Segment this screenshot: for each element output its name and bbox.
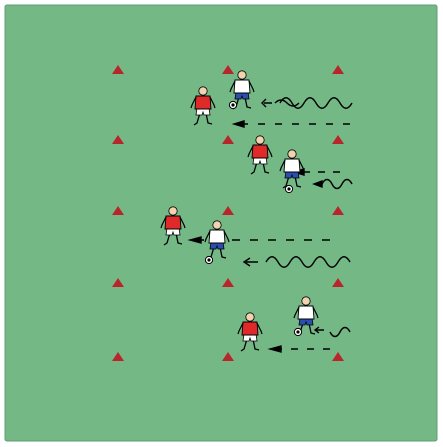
ball-icon — [229, 101, 236, 108]
ball-icon — [285, 185, 292, 192]
ball-icon — [205, 256, 212, 263]
ball-icon — [294, 328, 301, 335]
